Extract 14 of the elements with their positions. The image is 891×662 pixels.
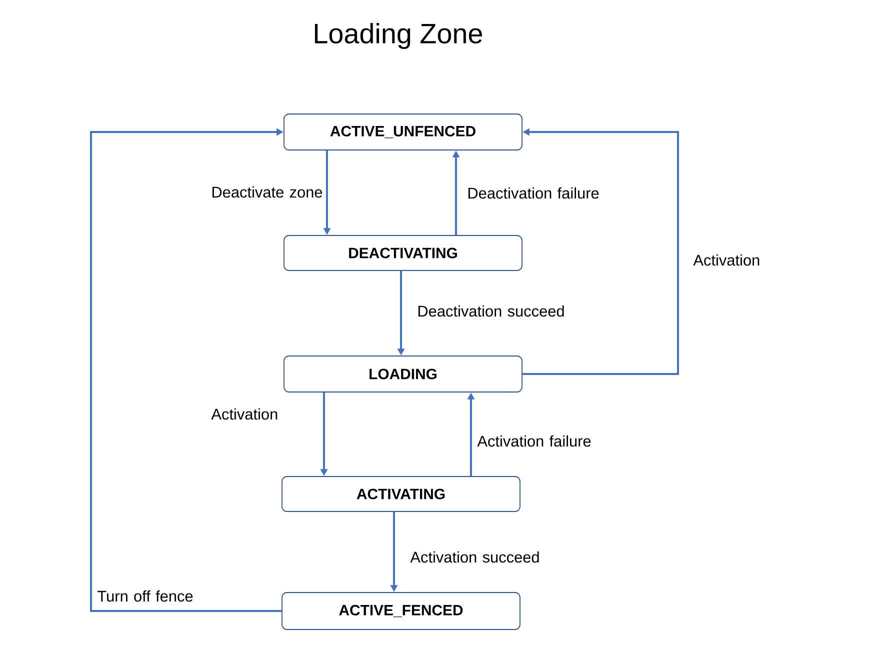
edge-label: Deactivation failure (468, 187, 599, 199)
title: Loading Zone (314, 23, 482, 49)
state-box: LOADING (284, 356, 522, 392)
state-box: ACTIVE_UNFENCED (284, 114, 522, 150)
state-box: ACTIVE_FENCED (282, 592, 520, 630)
edge-label: Activation failure (477, 435, 591, 447)
state-box: DEACTIVATING (284, 235, 522, 271)
edge-label: Deactivation succeed (418, 305, 564, 317)
state-box: ACTIVATING (282, 476, 520, 512)
edge-label: Activation (211, 408, 278, 420)
edge-label: Activation (693, 254, 760, 266)
edge-label: Turn off fence (98, 590, 193, 602)
edge-label: Deactivate zone (212, 186, 322, 198)
edge-label: Activation succeed (410, 551, 539, 563)
